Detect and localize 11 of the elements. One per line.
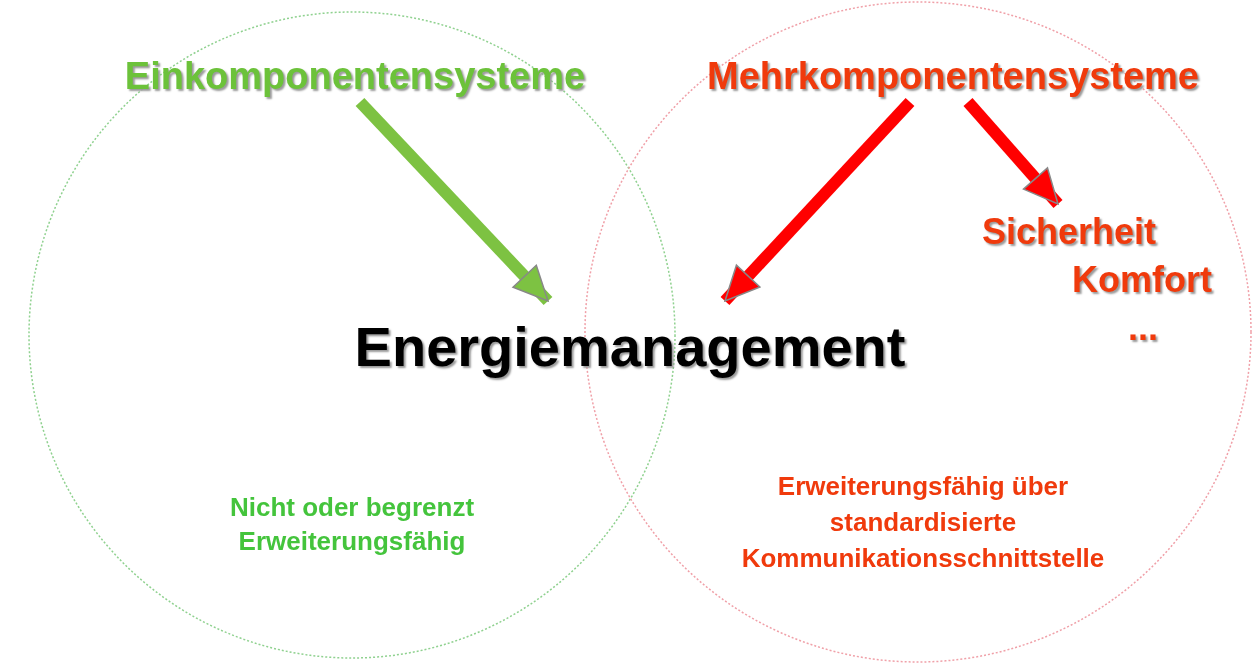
arrow — [963, 98, 1063, 208]
description-text: Erweiterungsfähig über standardisierte Kommunikationsschnittstelle — [740, 470, 1106, 575]
label-text: Sicherheit — [981, 210, 1158, 254]
arrow — [720, 97, 915, 306]
description-text: Nicht oder begrenzt Erweiterungsfähig — [228, 491, 476, 558]
label-text: Einkomponentensysteme — [123, 54, 587, 99]
arrow — [355, 97, 553, 306]
label-text: Energiemanagement — [353, 314, 907, 380]
label-text: Mehrkomponentensysteme — [706, 54, 1200, 99]
label-text: Komfort — [1071, 258, 1213, 302]
label-text: ... — [1127, 306, 1159, 350]
